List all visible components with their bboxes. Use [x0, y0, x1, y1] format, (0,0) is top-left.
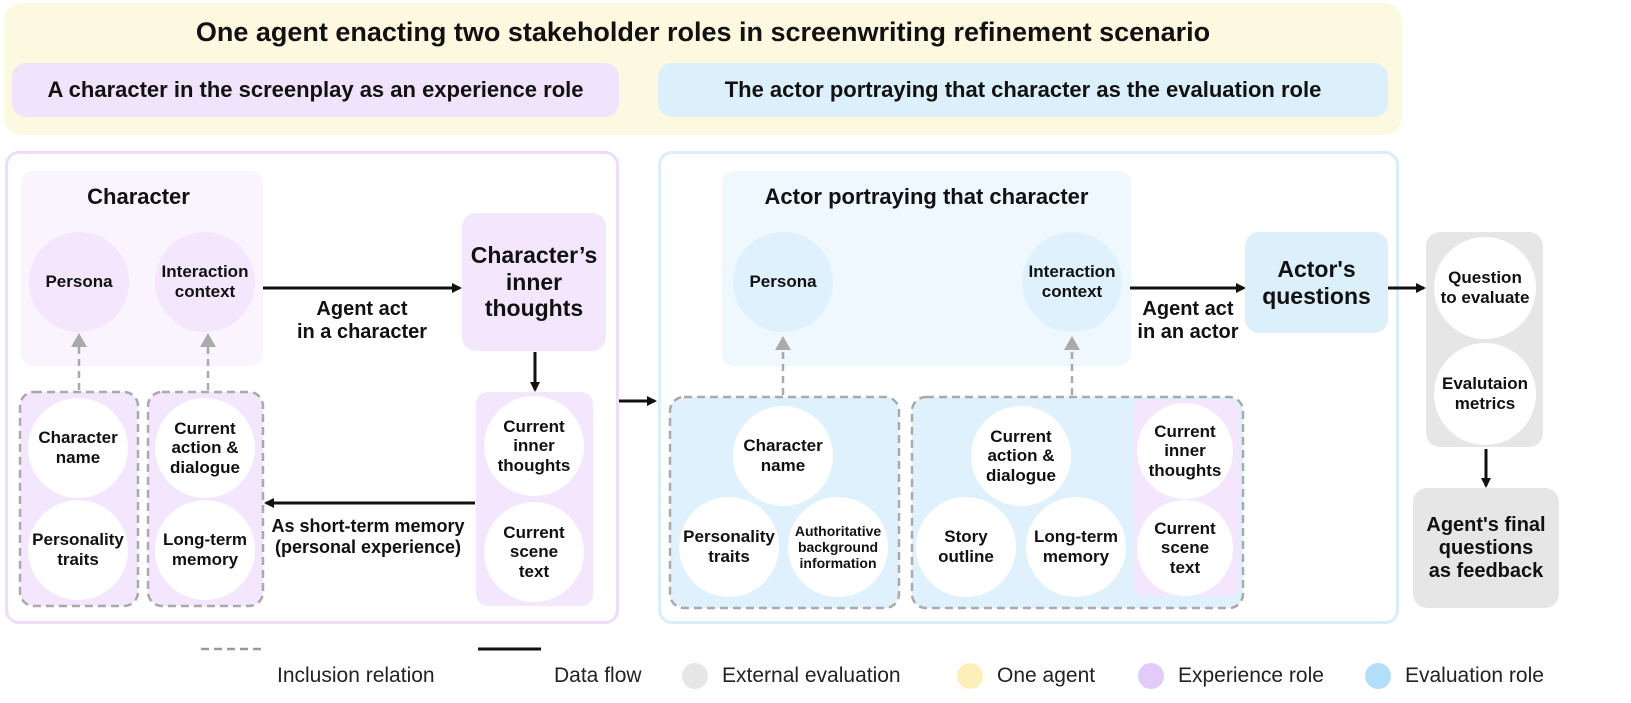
evaluation-role-label: The actor portraying that character as t… — [658, 63, 1388, 117]
legend-external: External evaluation — [682, 662, 901, 690]
legend-evaluation: Evaluation role — [1365, 662, 1544, 690]
legend-inclusion: Inclusion relation — [277, 664, 435, 687]
agent-act-actor-label: Agent act in an actor — [1137, 298, 1239, 343]
right-long-term-memory: Long-term memory — [1026, 497, 1126, 597]
experience-role-label: A character in the screenplay as an expe… — [12, 63, 619, 117]
right-persona: Persona — [733, 232, 833, 332]
short-term-memory-label: As short-term memory (personal experienc… — [271, 516, 465, 557]
right-authoritative-info: Authoritative background information — [788, 497, 888, 597]
right-story-outline: Story outline — [916, 497, 1016, 597]
left-current-action: Current action & dialogue — [155, 398, 255, 498]
right-current-action: Current action & dialogue — [971, 406, 1071, 506]
left-persona: Persona — [29, 232, 129, 332]
left-current-inner-thoughts: Current inner thoughts — [484, 396, 584, 496]
left-long-term-memory: Long-term memory — [155, 500, 255, 600]
left-interaction-context: Interaction context — [155, 232, 255, 332]
question-to-evaluate: Question to evaluate — [1434, 237, 1536, 339]
diagram-title: One agent enacting two stakeholder roles… — [195, 17, 1211, 48]
evaluation-color-dot — [1365, 663, 1391, 689]
character-title: Character — [87, 184, 190, 210]
legend-experience: Experience role — [1138, 662, 1324, 690]
actor-questions: Actor's questions — [1245, 232, 1388, 333]
experience-color-dot — [1138, 663, 1164, 689]
legend-one-agent: One agent — [957, 662, 1095, 690]
right-current-scene-text: Current scene text — [1137, 500, 1233, 596]
legend-data-flow: Data flow — [554, 664, 642, 687]
left-character-name: Character name — [28, 398, 128, 498]
evaluation-metrics: Evalutaion metrics — [1434, 343, 1536, 445]
right-interaction-context: Interaction context — [1022, 232, 1122, 332]
left-personality-traits: Personality traits — [28, 500, 128, 600]
one-agent-color-dot — [957, 663, 983, 689]
agent-final-questions: Agent's final questions as feedback — [1413, 488, 1559, 608]
right-personality-traits: Personality traits — [679, 497, 779, 597]
agent-act-character-label: Agent act in a character — [296, 298, 428, 343]
right-current-inner-thoughts: Current inner thoughts — [1137, 403, 1233, 499]
actor-title: Actor portraying that character — [764, 184, 1089, 210]
right-character-name: Character name — [733, 406, 833, 506]
character-inner-thoughts: Character’s inner thoughts — [462, 213, 606, 351]
left-current-scene-text: Current scene text — [484, 502, 584, 602]
external-color-dot — [682, 663, 708, 689]
